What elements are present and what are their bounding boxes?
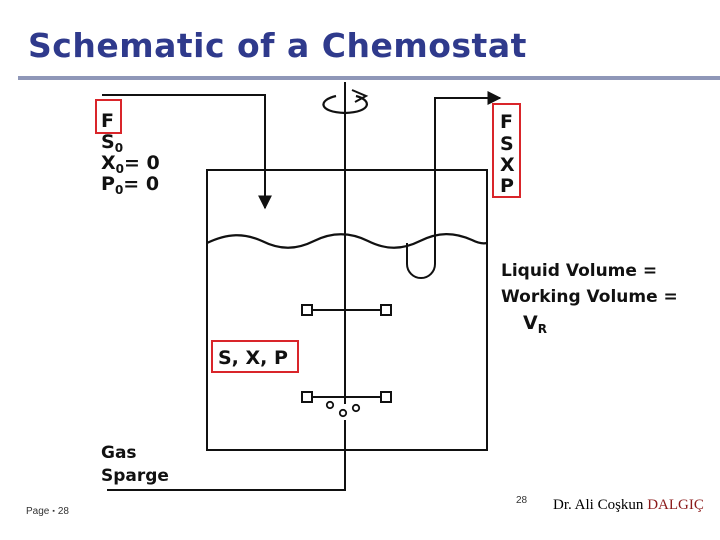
gas-bubble <box>351 403 361 413</box>
outlet-effluent-line <box>406 91 502 279</box>
impeller-upper-left-blade <box>301 304 313 316</box>
gas-bubble <box>338 408 348 418</box>
vessel-contents-highlight-box <box>211 340 299 373</box>
page-separator: ▪ <box>52 508 55 515</box>
vessel-contents-label: S, X, P <box>218 347 288 369</box>
impeller-lower-right-blade <box>380 391 392 403</box>
gas-label: Gas <box>101 443 137 463</box>
inlet-biomass-label: X0= 0 <box>101 152 160 176</box>
outlet-substrate-label: S <box>500 133 514 155</box>
inlet-product-label: P0= 0 <box>101 173 159 197</box>
inlet-feed-line <box>102 94 272 210</box>
rotation-arrow-icon <box>322 94 368 115</box>
vessel-wall <box>206 169 488 451</box>
outlet-highlight-box <box>492 103 521 198</box>
inlet-substrate-label: S0 <box>101 131 123 155</box>
liquid-volume-label: Liquid Volume = <box>501 261 657 281</box>
page-footer: Page▪28 <box>26 506 69 517</box>
page-number: 28 <box>57 506 69 517</box>
outlet-biomass-label: X <box>500 154 515 176</box>
sparge-label: Sparge <box>101 466 169 486</box>
outlet-product-label: P <box>500 175 514 197</box>
working-volume-label: Working Volume = <box>501 287 678 307</box>
slide-title: Schematic of a Chemostat <box>28 26 527 65</box>
impeller-lower-left-blade <box>301 391 313 403</box>
reactor-volume-symbol: VR <box>523 312 547 336</box>
inlet-flow-label: F <box>101 110 114 132</box>
liquid-surface <box>206 233 488 249</box>
outlet-flow-label: F <box>500 111 513 133</box>
gas-bubble <box>325 400 335 410</box>
impeller-upper-right-blade <box>380 304 392 316</box>
title-underline <box>18 76 720 80</box>
slide-number: 28 <box>516 495 528 506</box>
inlet-flow-highlight-box <box>95 99 122 134</box>
author-name: Dr. Ali Coşkun DALGIÇ <box>553 497 704 513</box>
rotation-arrowhead-icon <box>351 89 369 103</box>
author-surname: DALGIÇ <box>647 497 704 513</box>
page-word: Page <box>26 506 50 517</box>
gas-sparge-line <box>107 420 346 491</box>
